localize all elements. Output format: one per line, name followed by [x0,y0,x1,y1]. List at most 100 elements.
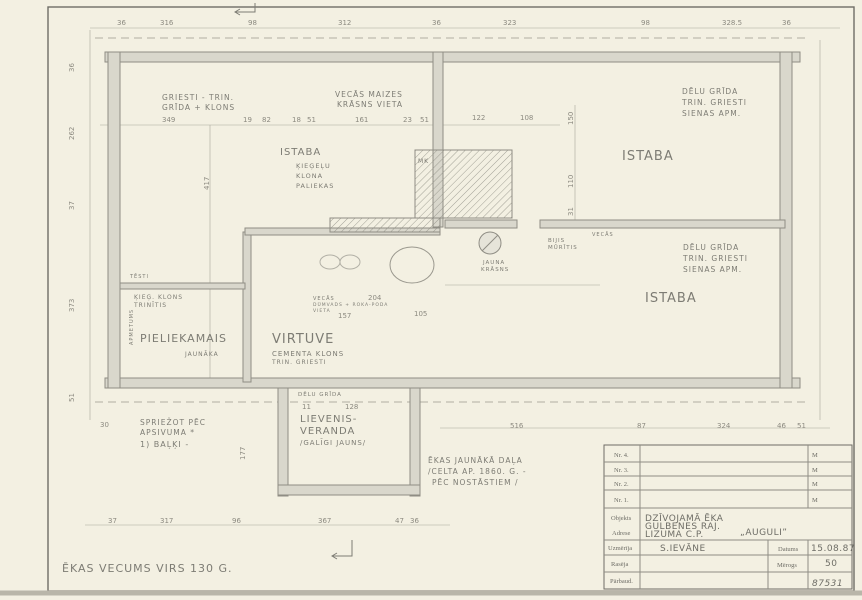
drawing-text: 18 [292,116,301,124]
drawing-text: Nr. 4. [614,452,629,459]
drawing-text: ĶIEĢEĻU [296,162,331,171]
drawing-text: 204 [368,294,382,302]
room-labels: ISTABA ISTABA ISTABA PIELIEKAMAIS VIRTUV… [140,147,696,447]
drawing-text: Uzmērīja [608,545,632,552]
room-label-istaba: ISTABA [280,147,321,158]
drawing-text: DĒLU GRĪDA [298,391,342,398]
drawing-text: KRĀSNS VIETA [337,100,403,109]
drawing-text: 328.5 [722,19,742,27]
drawing-text: SPRIEŽOT PĒC [140,418,206,427]
drawing-text: 31 [567,207,575,216]
drawing-text: 23 [403,116,412,124]
drawing-text: BIJIS [548,238,565,244]
drawing-text: M [812,452,818,459]
drawing-text: 373 [68,299,76,312]
drawing-text: 1) BAĻĶI - [140,440,189,450]
drawing-text: 177 [239,447,247,460]
section-arrow-icon [234,3,256,16]
drawing-text: 367 [318,517,331,525]
pot-outline [319,254,341,270]
drawing-text: VECĀS [313,295,335,302]
drawing-text: /CELTA AP. 1860. G. - [428,467,527,476]
drawing-text: 46 [777,422,786,430]
drawing-text: APSIVUMA * [140,428,195,437]
room-label-lievenis: LIEVENIS- [300,414,357,425]
drawing-text: DĒLU GRĪDA [682,87,738,96]
drawing-text: 98 [641,19,650,27]
drawing-text: DZĪVOJAMĀ ĒKA [645,513,724,524]
drawing-text: APMETUMS [129,309,135,345]
drawing-text: „AUGULI” [740,528,787,538]
sheet-number: 87531 [812,579,843,589]
drawing-text: 122 [472,114,485,122]
drawing-text: 36 [410,517,419,525]
drawing-text: 30 [100,421,109,429]
drawing-text: Nr. 2. [614,481,629,488]
room-label-pieliekamais: PIELIEKAMAIS [140,332,227,345]
drawing-text: 19 [243,116,252,124]
dimension-lines [85,27,840,526]
drawing-text: Nr. 1. [614,497,629,504]
drawing-text: JAUNA [482,260,505,266]
drawing-text: 37 [108,517,117,525]
room-label-virtuve: VIRTUVE [272,332,334,347]
drawing-text: 36 [782,19,791,27]
drawing-text: MK [418,158,429,165]
drawing-text: 11 [302,403,311,411]
drawing-text: DĒLU GRĪDA [683,243,739,252]
drawing-text: 312 [338,19,351,27]
drawing-text: 108 [520,114,533,122]
drawing-text: JAUNĀKA [184,351,219,358]
drawing-text: 105 [414,310,427,318]
drawing-text: Rasēja [611,561,628,568]
drawing-text: M [812,497,818,504]
drawing-text: PALIEKAS [296,182,334,190]
drawing-text: 96 [232,517,241,525]
drawing-text: Datums [778,546,799,553]
drawing-text: S.IEVĀNE [660,543,706,554]
section-arrow-icon [331,540,353,560]
drawing-text: 51 [797,422,806,430]
drawing-text: 36 [117,19,126,27]
drawing-text: ĒKAS JAUNĀKĀ DAĻA [428,456,523,466]
drawing-text: KLONA [296,172,323,180]
drawing-text: 316 [160,19,174,27]
drawing-text: TRIN. GRIESTI [681,98,747,107]
drawing-text: 157 [338,312,351,320]
drawing-text: 36 [68,63,76,72]
room-label-veranda: VERANDA [300,426,355,437]
drawing-text: PĒC NOSTĀSTIEM / [432,478,519,487]
room-label-istaba: ISTABA [622,149,674,164]
title-block: Nr. 4. Nr. 3. Nr. 2. Nr. 1. M M M M Obje… [603,444,855,590]
drawing-text: VECĀS [592,231,614,238]
drawing-text: 516 [510,422,524,430]
drawing-text: 50 [825,559,837,569]
drawing-text: 161 [355,116,368,124]
annotations: GRIESTI - TRIN. GRĪDA + KLONS VECĀS MAIZ… [62,87,747,575]
drawing-text: 87 [637,422,646,430]
new-stove-symbol-line [481,234,499,252]
building-age-note: ĒKAS VECUMS VIRS 130 G. [62,562,233,575]
drawing-text: 51 [307,116,316,124]
drawing-text: TĒSTI [129,273,149,280]
drawing-text: DŪMVADS + ROKA-PODA [313,301,388,308]
drawing-text: Mērogs [777,562,797,569]
dimension-labels: 36 316 98 312 36 323 98 328.5 36 349 19 … [68,19,806,525]
drawing-text: MŪRĪTIS [548,244,578,251]
drawing-text: 110 [567,175,575,188]
drawing-text: 150 [567,112,575,125]
drawing-text: 37 [68,201,76,210]
drawing-text: VECĀS MAIZES [335,90,403,99]
drawing-text: ĶIEĢ. KLONS [134,294,183,301]
drawing-text: LIZUMA C.P. [645,530,704,540]
drawing-text: GRĪDA + KLONS [162,103,235,112]
drawing-text: Nr. 3. [614,467,629,474]
drawing-text: Objekts [611,515,632,522]
veranda-note: /GALĪGI JAUNS/ [300,438,366,447]
chimney-hatched [414,149,513,219]
drawing-text: 349 [162,116,175,124]
drawing-text: 128 [345,403,358,411]
drawing-text: Pārbaud. [610,578,633,585]
